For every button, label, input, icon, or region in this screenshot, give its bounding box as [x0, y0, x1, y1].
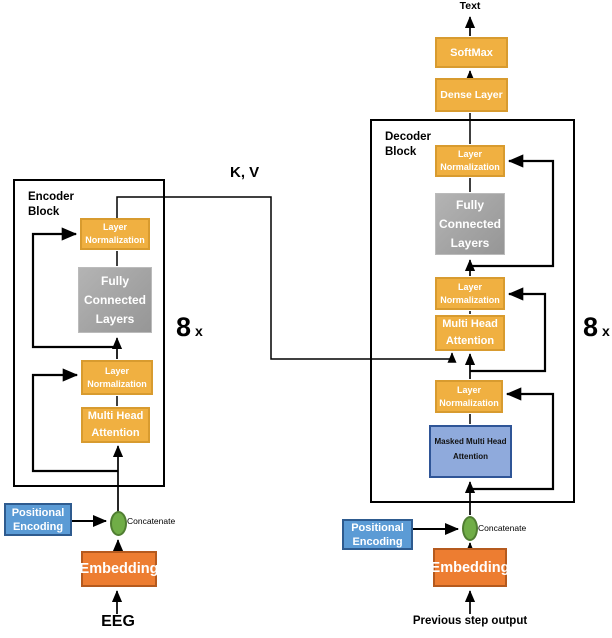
decoder-masked-multi-head-attention-box: Masked Multi Head Attention: [429, 425, 512, 478]
decoder-fully-connected-box: Fully Connected Layers: [435, 193, 505, 255]
decoder-input-label: Previous step output: [412, 615, 528, 627]
encoder-repeat-count: 8: [176, 312, 192, 342]
encoder-fully-connected-box: Fully Connected Layers: [78, 267, 152, 333]
encoder-layer-norm-bottom-box: Layer Normalization: [81, 360, 153, 395]
decoder-block-label: Decoder Block: [385, 131, 432, 158]
encoder-positional-encoding-box: Positional Encoding: [4, 503, 72, 536]
decoder-concatenate-label: Concatenate: [478, 523, 527, 533]
output-text-label: Text: [459, 0, 481, 12]
encoder-repeat-suffix: x: [195, 323, 203, 339]
encoder-concatenate-node: [110, 511, 127, 536]
decoder-concatenate-node: [462, 516, 478, 541]
dense-layer-box: Dense Layer: [435, 78, 508, 112]
encoder-input-label: EEG: [101, 613, 135, 630]
decoder-block-outline: Decoder Block: [370, 119, 575, 503]
encoder-block-outline: Encoder Block: [13, 179, 165, 487]
decoder-repeat-count: 8: [583, 312, 599, 342]
decoder-layer-norm-top-box: Layer Normalization: [435, 145, 505, 177]
kv-connection-label: K, V: [230, 164, 260, 181]
encoder-block-label: Encoder Block: [28, 191, 75, 218]
encoder-multi-head-attention-box: Multi Head Attention: [81, 407, 150, 443]
decoder-repeat-suffix: x: [602, 323, 610, 339]
decoder-repeat-label: 8 x: [583, 312, 610, 342]
decoder-embedding-box: Embedding: [431, 548, 509, 587]
decoder-layer-norm-mid-box: Layer Normalization: [435, 277, 505, 310]
decoder-layer-norm-bottom-box: Layer Normalization: [435, 380, 503, 413]
encoder-repeat-label: 8 x: [176, 312, 203, 342]
encoder-concatenate-label: Concatenate: [127, 516, 176, 526]
decoder-positional-encoding-box: Positional Encoding: [342, 519, 413, 550]
softmax-box: SoftMax: [435, 37, 508, 68]
encoder-layer-norm-top-box: Layer Normalization: [80, 218, 150, 250]
decoder-multi-head-attention-box: Multi Head Attention: [435, 315, 505, 351]
encoder-embedding-box: Embedding: [80, 551, 158, 587]
